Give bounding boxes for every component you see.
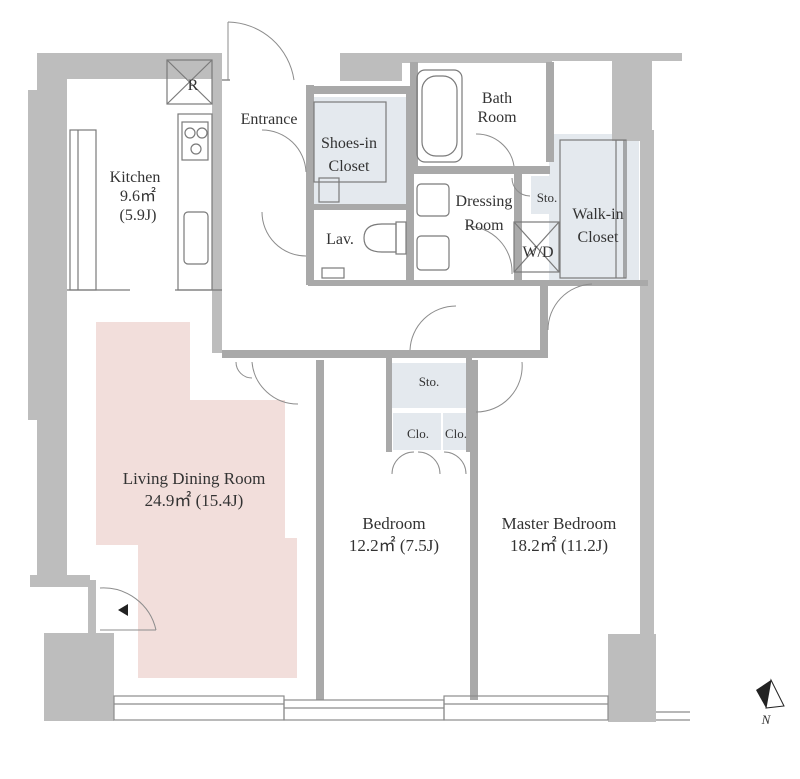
entrance-label: Entrance xyxy=(241,111,298,128)
bath-label-1: Bath xyxy=(482,90,512,107)
walls xyxy=(28,53,682,722)
kitchen-jo: (5.9J) xyxy=(120,207,157,224)
kitchen-fixtures xyxy=(67,59,222,291)
closet-1-fill xyxy=(393,413,441,450)
window-strips xyxy=(113,695,690,721)
entrance-arrow-icon xyxy=(118,604,128,616)
shoes-closet-label-2: Closet xyxy=(329,158,370,175)
walkin-label-1: Walk-in xyxy=(572,206,623,223)
interior-walls xyxy=(222,62,648,700)
closet-2-label: Clo. xyxy=(445,426,467,441)
compass: N xyxy=(756,678,785,727)
master-bedroom-area: 18.2㎡ (11.2J) xyxy=(510,536,608,555)
room-labels: R Entrance Shoes-in Closet Bath Room Kit… xyxy=(110,77,624,555)
shoes-closet-fill xyxy=(312,97,406,204)
bedroom-label: Bedroom xyxy=(362,514,425,533)
lavatory-label: Lav. xyxy=(326,231,354,248)
living-dining-area: 24.9㎡ (15.4J) xyxy=(145,491,244,510)
walkin-label-2: Closet xyxy=(578,229,619,246)
door-swings xyxy=(99,21,593,631)
washer-dryer-label: W/D xyxy=(522,244,553,261)
living-dining-label: Living Dining Room xyxy=(123,469,266,488)
storage-small-fill xyxy=(531,176,561,214)
storage-small-label: Sto. xyxy=(537,190,558,205)
kitchen-area: 9.6㎡ xyxy=(120,187,156,205)
storage-hall-label: Sto. xyxy=(419,374,440,389)
storage-hall-fill xyxy=(390,363,469,408)
master-bedroom-label: Master Bedroom xyxy=(502,514,617,533)
bath-label-2: Room xyxy=(477,109,517,126)
bedroom-area: 12.2㎡ (7.5J) xyxy=(349,536,439,555)
dressing-label-1: Dressing xyxy=(456,193,513,210)
bath-fixtures xyxy=(313,69,627,279)
shoes-closet-label-1: Shoes-in xyxy=(321,135,377,152)
kitchen-label: Kitchen xyxy=(110,169,161,186)
closet-2-fill xyxy=(443,413,468,450)
living-room-highlight xyxy=(96,322,297,678)
fridge-label: R xyxy=(188,77,199,94)
compass-label: N xyxy=(761,712,772,727)
dressing-label-2: Room xyxy=(464,217,504,234)
closet-1-label: Clo. xyxy=(407,426,429,441)
